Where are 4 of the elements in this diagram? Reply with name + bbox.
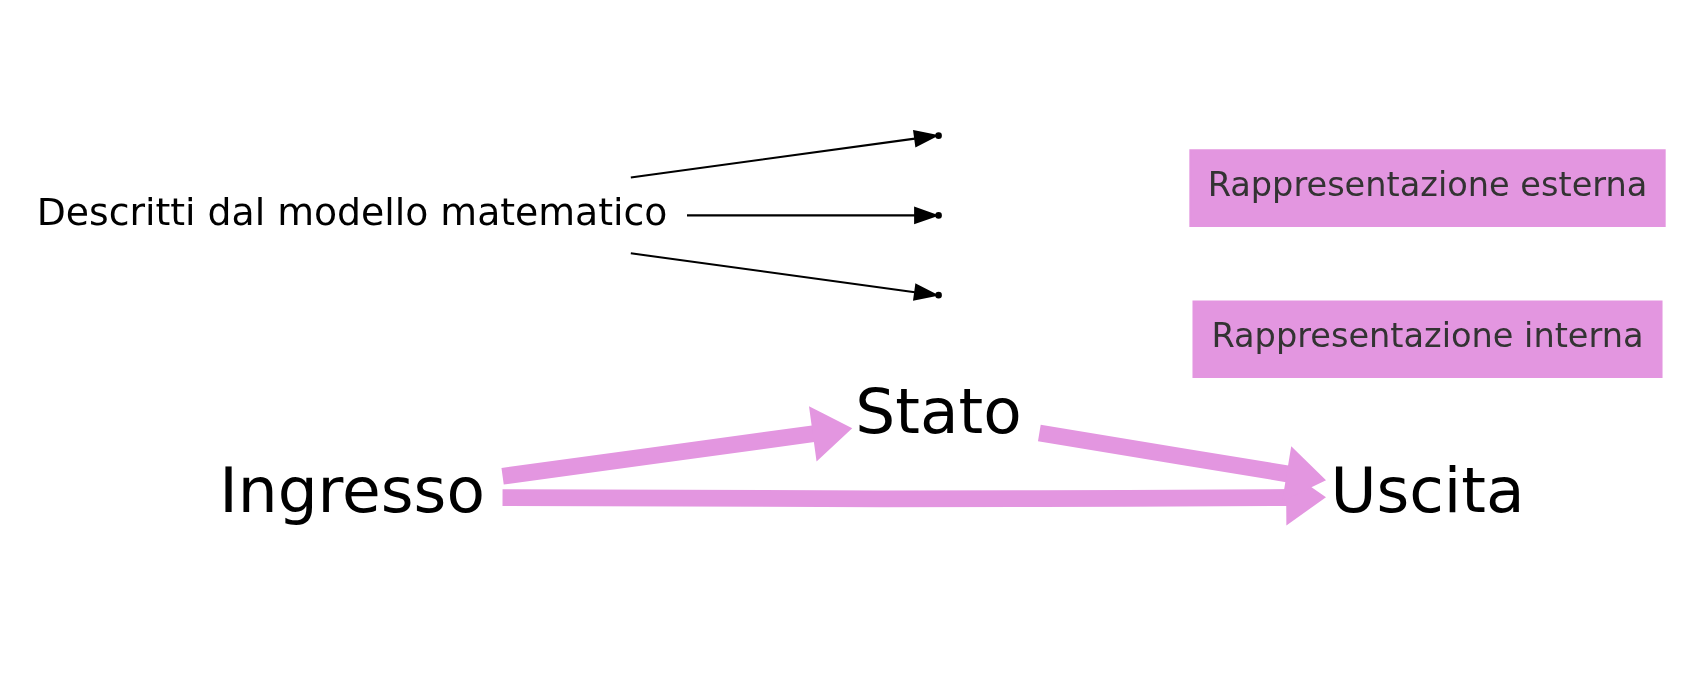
node-text: Uscita [1330,454,1525,528]
node-text: Descritti dal modello matematico [36,189,668,234]
node-text: Stato [855,374,1022,448]
node-text: Ingresso [219,454,485,528]
